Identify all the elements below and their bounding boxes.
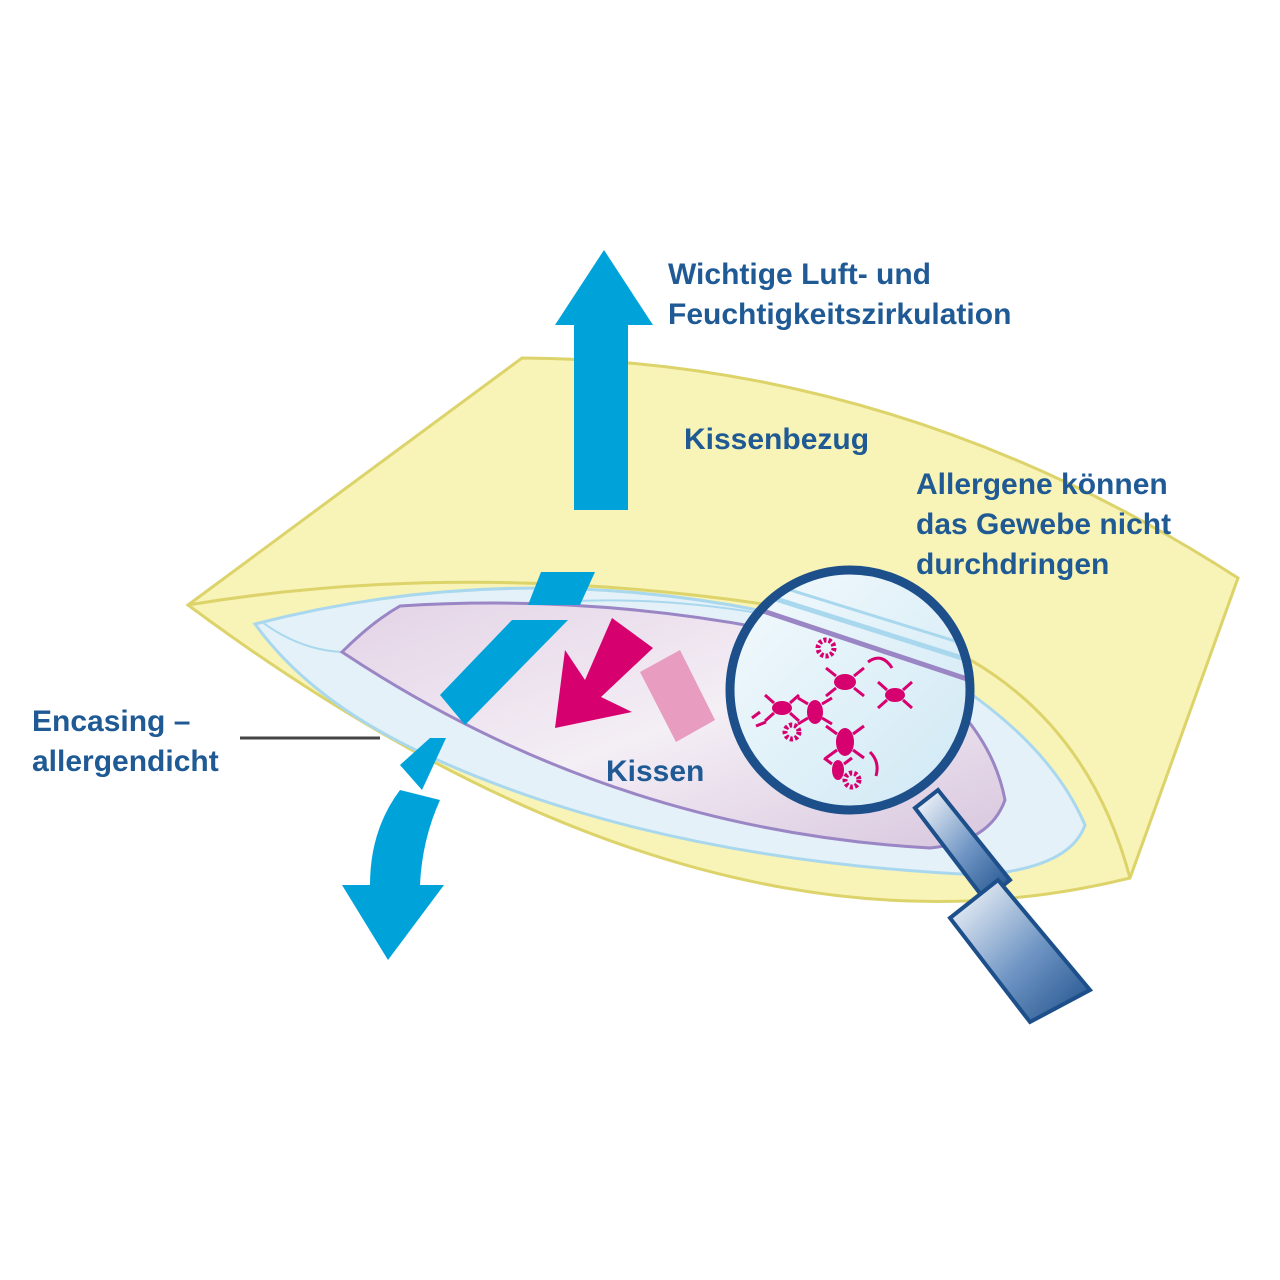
dust-mite-icon — [825, 724, 865, 760]
pillow-label-text: Kissen — [606, 755, 705, 788]
allergens-label-line3: durchdringen — [916, 548, 1110, 581]
dust-mites — [751, 637, 913, 790]
circulation-label-line2: Feuchtigkeitszirkulation — [668, 298, 1012, 331]
cover-label: Kissenbezug — [684, 420, 869, 460]
pollen-icon — [842, 770, 862, 790]
arrow-up-icon — [555, 250, 653, 510]
magnifier-handle — [947, 877, 1094, 1025]
cover-label-text: Kissenbezug — [684, 423, 870, 456]
circulation-label-line1: Wichtige Luft- und — [668, 258, 931, 291]
air-circulation-arrow — [342, 250, 653, 960]
allergens-label-line1: Allergene können — [916, 468, 1168, 501]
dust-mite-icon — [877, 680, 913, 710]
allergens-label-line2: das Gewebe nicht — [916, 508, 1172, 541]
magnifier-rim — [725, 565, 975, 815]
mite-hair — [751, 710, 767, 728]
pollen-icon — [815, 637, 837, 659]
dust-mite-icon — [823, 756, 853, 780]
encasing-label-line2: allergendicht — [32, 745, 219, 778]
allergen-arrow-shadow — [640, 650, 715, 742]
allergen-block-arrow — [555, 618, 715, 742]
circulation-label: Wichtige Luft- und Feuchtigkeitszirkulat… — [668, 255, 1011, 335]
arrow-diagonal-icon — [555, 618, 653, 728]
air-band-middle — [440, 620, 568, 725]
arrow-down-icon — [342, 790, 444, 960]
allergens-label: Allergene können das Gewebe nicht durchd… — [916, 465, 1171, 585]
encasing-label: Encasing – allergendicht — [32, 702, 219, 782]
dust-mite-icon — [797, 696, 833, 726]
air-band-upper — [528, 572, 595, 605]
encasing-label-line1: Encasing – — [32, 705, 191, 738]
pollen-icon — [782, 722, 802, 742]
mite-hair — [867, 656, 894, 669]
magnifying-glass-icon — [725, 565, 1094, 1025]
dust-mite-icon — [825, 666, 865, 698]
dust-mite-icon — [764, 693, 800, 723]
air-band-lower — [400, 738, 446, 790]
mite-hair — [868, 750, 879, 777]
pillow-label: Kissen — [606, 752, 704, 792]
magnifier-neck — [912, 787, 1013, 903]
